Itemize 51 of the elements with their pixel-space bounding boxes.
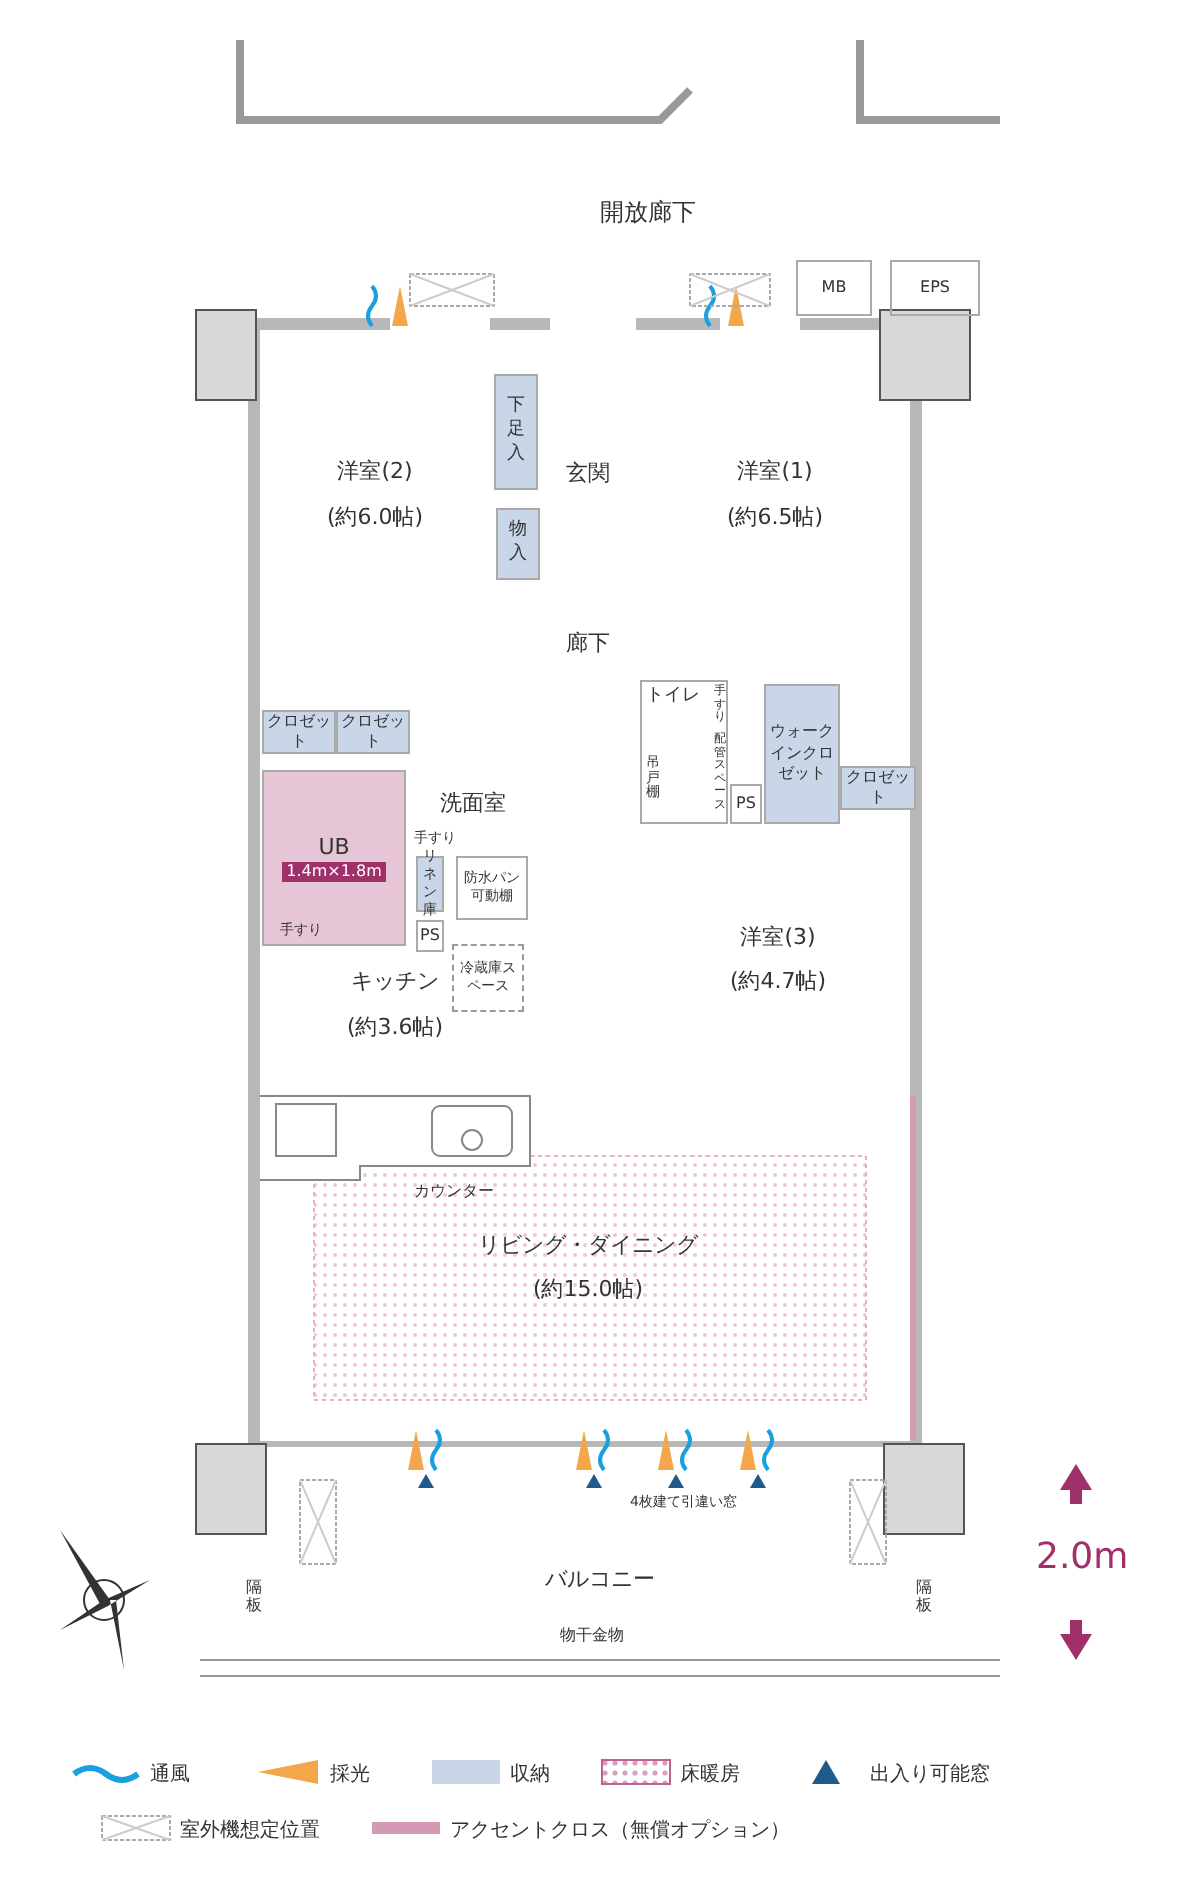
storage-area	[494, 374, 538, 490]
legend-label: 通風	[150, 1761, 190, 1788]
storage-area	[764, 684, 840, 824]
room-name: 物入	[508, 520, 528, 568]
annotation-label: 隔板	[916, 1580, 933, 1616]
legend-label: 収納	[510, 1761, 550, 1788]
bathroom-unit	[262, 770, 406, 946]
room-name: PS	[736, 793, 756, 815]
dimension-label: 2.0m	[1036, 1536, 1129, 1578]
room-name: MB	[821, 277, 847, 299]
annotation-label: 開放廊下	[600, 196, 696, 230]
pipe-shaft	[730, 784, 762, 824]
room-area	[640, 680, 728, 824]
pipe-shaft	[416, 920, 444, 952]
room-name: 洋室(3)	[740, 923, 816, 952]
legend-label: アクセントクロス（無償オプション）	[450, 1817, 790, 1844]
storage-area	[496, 508, 540, 580]
utility-box	[796, 260, 872, 316]
room-name: 洋室(2)	[337, 458, 413, 487]
room-name: キッチン	[351, 968, 439, 997]
room-name: クロゼット	[339, 711, 407, 753]
legend-label: 室外機想定位置	[180, 1817, 320, 1844]
room-name: EPS	[920, 277, 950, 299]
room-size: (約6.0帖)	[326, 503, 424, 532]
room-name: トイレ	[646, 686, 700, 710]
annotation-label: 隔板	[246, 1580, 263, 1616]
room-name: 下足入	[506, 396, 526, 468]
room-name: 洗面室	[440, 790, 506, 820]
size-tag: 1.4m×1.8m	[282, 861, 386, 883]
room-area	[456, 856, 528, 920]
annotation-label: カウンター	[414, 1180, 494, 1202]
room-name: 廊下	[566, 630, 610, 659]
room-name: UB	[318, 833, 350, 862]
room-name: 玄関	[566, 460, 610, 490]
room-size: (約3.6帖)	[346, 1013, 444, 1042]
room-size: (約6.5帖)	[726, 503, 824, 532]
room-name: リビング・ダイニング	[478, 1231, 698, 1260]
utility-box	[890, 260, 980, 316]
legend-label: 床暖房	[680, 1761, 740, 1788]
room-name: クロゼット	[265, 711, 333, 753]
room-name: ウォークインクロゼット	[768, 722, 836, 786]
room-size: (約15.0帖)	[532, 1276, 644, 1305]
legend-label: 出入り可能窓	[870, 1761, 990, 1788]
room-name: クロゼット	[844, 767, 912, 809]
room-name: バルコニー	[545, 1565, 655, 1595]
room-name: 洋室(1)	[737, 458, 813, 487]
legend-label: 採光	[330, 1761, 370, 1788]
fridge-space	[452, 944, 524, 1012]
annotation-label: 物干金物	[560, 1624, 624, 1646]
room-size: (約4.7帖)	[729, 968, 827, 997]
room-name: PS	[420, 925, 440, 947]
